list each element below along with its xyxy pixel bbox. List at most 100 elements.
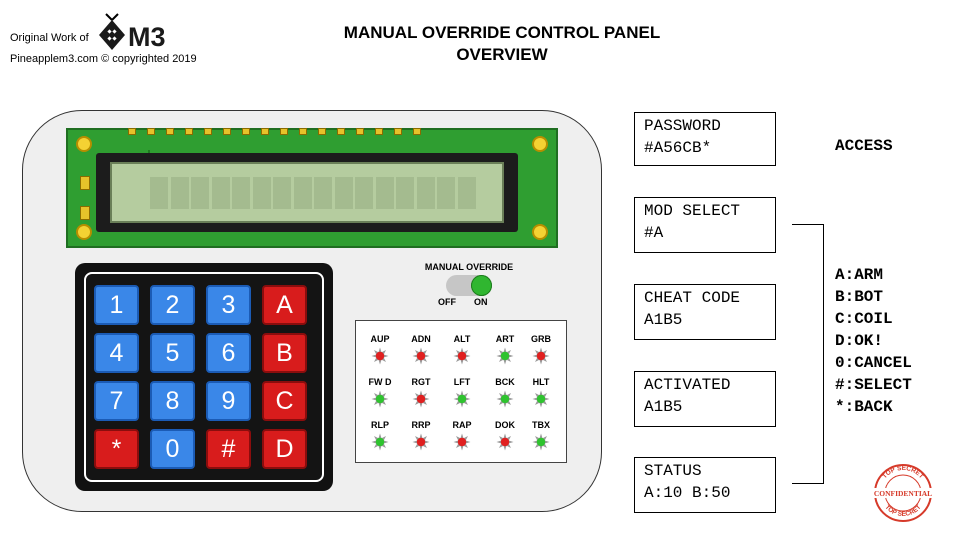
lcd-character-cell (252, 177, 271, 209)
confidential-stamp: TOP SECRET TOP SECRET CONFIDENTIAL (870, 464, 936, 522)
led-label: RRP (411, 420, 431, 430)
lcd-character-cell (314, 177, 332, 209)
led-indicator-red (496, 433, 514, 451)
keypad-key-3[interactable]: 3 (206, 285, 251, 325)
title-line-1: MANUAL OVERRIDE CONTROL PANEL (343, 23, 661, 42)
legend-item: 0:CANCEL (835, 354, 912, 372)
override-toggle-knob[interactable] (471, 275, 492, 296)
led-indicator-green (532, 433, 550, 451)
side-pin (80, 176, 90, 190)
keypad-key-6[interactable]: 6 (206, 333, 251, 373)
led-label: FW D (368, 377, 392, 387)
header-pin (223, 128, 231, 135)
header-pin (204, 128, 212, 135)
lcd-character-cell (293, 177, 312, 209)
header-pin (394, 128, 402, 135)
svg-text:TOP SECRET: TOP SECRET (881, 465, 925, 480)
lcd-character-cell (437, 177, 455, 209)
box-title: ACTIVATED (644, 376, 731, 394)
led-label: RAP (452, 420, 472, 430)
box-title: MOD SELECT (644, 202, 741, 220)
box-title: PASSWORD (644, 117, 721, 135)
mod-select-box: MOD SELECT #A (634, 197, 776, 253)
keypad-key-star[interactable]: * (94, 429, 139, 469)
keypad-key-d[interactable]: D (262, 429, 307, 469)
led-label: HLT (532, 377, 550, 387)
keypad-key-4[interactable]: 4 (94, 333, 139, 373)
key-legend: A:ARM B:BOT C:COIL D:OK! 0:CANCEL #:SELE… (835, 264, 912, 418)
legend-item: A:ARM (835, 266, 884, 284)
access-label: ACCESS (835, 137, 893, 155)
activated-box: ACTIVATED A1B5 (634, 371, 776, 427)
lcd-character-cell (355, 177, 373, 209)
keypad-key-1[interactable]: 1 (94, 285, 139, 325)
bracket-top (792, 224, 824, 225)
bracket-vertical (823, 224, 824, 483)
override-label: MANUAL OVERRIDE (424, 262, 514, 272)
keypad-key-2[interactable]: 2 (150, 285, 195, 325)
bracket-bottom (792, 483, 824, 484)
lcd-character-cell (457, 177, 476, 209)
led-label: BCK (495, 377, 515, 387)
led-label: AUP (370, 334, 390, 344)
pineapple-logo: M3 (99, 13, 166, 52)
led-indicator-green (371, 390, 389, 408)
header-pin (356, 128, 364, 135)
legend-item: D:OK! (835, 332, 884, 350)
credit-text: Original Work of (10, 32, 89, 44)
keypad-key-b[interactable]: B (262, 333, 307, 373)
lcd-character-cell (396, 177, 414, 209)
header-pin (242, 128, 250, 135)
mount-hole (76, 136, 92, 152)
keypad-key-8[interactable]: 8 (150, 381, 195, 421)
title-line-2: OVERVIEW (456, 45, 548, 64)
lcd-character-cell (416, 177, 435, 209)
box-value: A:10 B:50 (644, 484, 731, 502)
legend-item: *:BACK (835, 398, 893, 416)
keypad-key-a[interactable]: A (262, 285, 307, 325)
box-title: STATUS (644, 462, 702, 480)
led-indicator-red (532, 347, 550, 365)
header-pin (318, 128, 326, 135)
led-indicator-green (371, 433, 389, 451)
toggle-off-label: OFF (438, 297, 456, 307)
led-indicator-red (371, 347, 389, 365)
keypad-key-7[interactable]: 7 (94, 381, 139, 421)
side-pin (80, 206, 90, 220)
led-label: ADN (411, 334, 431, 344)
svg-text:CONFIDENTIAL: CONFIDENTIAL (874, 489, 932, 498)
keypad-key-5[interactable]: 5 (150, 333, 195, 373)
password-box: PASSWORD #A56CB* (634, 112, 776, 166)
led-indicator-green (496, 390, 514, 408)
header-pin (413, 128, 421, 135)
keypad-key-9[interactable]: 9 (206, 381, 251, 421)
legend-item: #:SELECT (835, 376, 912, 394)
box-value: A1B5 (644, 398, 683, 416)
cheat-code-box: CHEAT CODE A1B5 (634, 284, 776, 340)
header-pin (280, 128, 288, 135)
led-label: RLP (371, 420, 389, 430)
keypad-key-c[interactable]: C (262, 381, 307, 421)
page-title: MANUAL OVERRIDE CONTROL PANEL OVERVIEW (300, 22, 704, 66)
lcd-character-cell (334, 177, 353, 209)
keypad-key-hash[interactable]: # (206, 429, 251, 469)
lcd-character-cell (375, 177, 394, 209)
toggle-on-label: ON (474, 297, 488, 307)
svg-text:M3: M3 (128, 22, 166, 52)
keypad-key-0[interactable]: 0 (150, 429, 195, 469)
led-label: RGT (411, 377, 431, 387)
led-indicator-green (453, 390, 471, 408)
led-indicator-red (412, 390, 430, 408)
copyright-text: Pineapplem3.com © copyrighted 2019 (10, 53, 197, 65)
led-label: TBX (532, 420, 550, 430)
led-indicator-red (453, 347, 471, 365)
led-indicator-red (412, 347, 430, 365)
mount-hole (532, 136, 548, 152)
led-label: ALT (453, 334, 471, 344)
led-label: ART (495, 334, 515, 344)
led-label: GRB (531, 334, 551, 344)
legend-item: C:COIL (835, 310, 893, 328)
mount-hole (532, 224, 548, 240)
box-value: A1B5 (644, 311, 683, 329)
header-pin (299, 128, 307, 135)
